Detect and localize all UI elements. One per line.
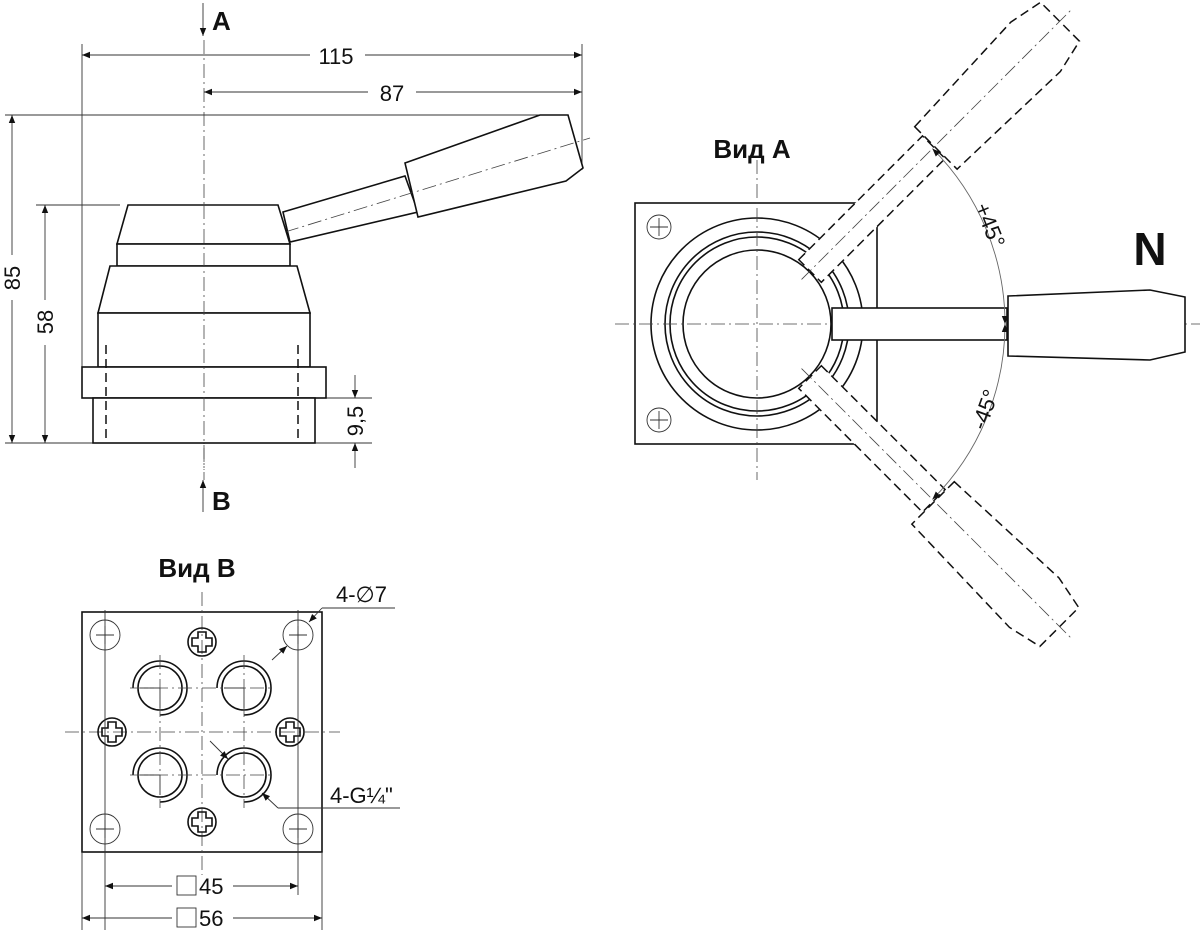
dim-overall-height: 85 (0, 266, 25, 290)
side-view: A B 115 87 85 58 9,5 (0, 3, 591, 516)
angle-arc-minus (932, 323, 1009, 500)
square-symbol (176, 907, 197, 928)
view-b-title: Вид B (158, 553, 235, 583)
view-a: Вид A N +45° -45° (615, 0, 1200, 664)
view-b-marker: B (212, 486, 231, 516)
square-symbol (176, 875, 197, 896)
ports-label: 4-G¼" (330, 783, 393, 808)
angle-arc-plus (932, 148, 1009, 325)
dim-overall-length: 115 (318, 44, 353, 69)
mount-hole (646, 214, 672, 433)
dim-body-height: 58 (33, 310, 58, 334)
lever-handle (282, 114, 591, 243)
lever-neutral (831, 289, 1186, 361)
screw-icon (97, 627, 305, 837)
dim-base-size: 56 (199, 906, 223, 931)
dim-hole-pitch: 45 (199, 874, 223, 899)
view-a-title: Вид A (713, 134, 790, 164)
view-a-marker: A (212, 6, 231, 36)
neutral-position-label: N (1133, 223, 1166, 275)
dim-handle-reach: 87 (380, 81, 404, 106)
lever-minus-45-phantom (775, 343, 1096, 664)
angle-plus-label: +45° (970, 199, 1010, 251)
valve-body (81, 204, 327, 470)
view-b: Вид B (65, 553, 400, 931)
angle-minus-label: -45° (966, 386, 1003, 433)
mount-holes-label: 4-∅7 (336, 582, 387, 607)
dim-base-height: 9,5 (343, 406, 368, 437)
